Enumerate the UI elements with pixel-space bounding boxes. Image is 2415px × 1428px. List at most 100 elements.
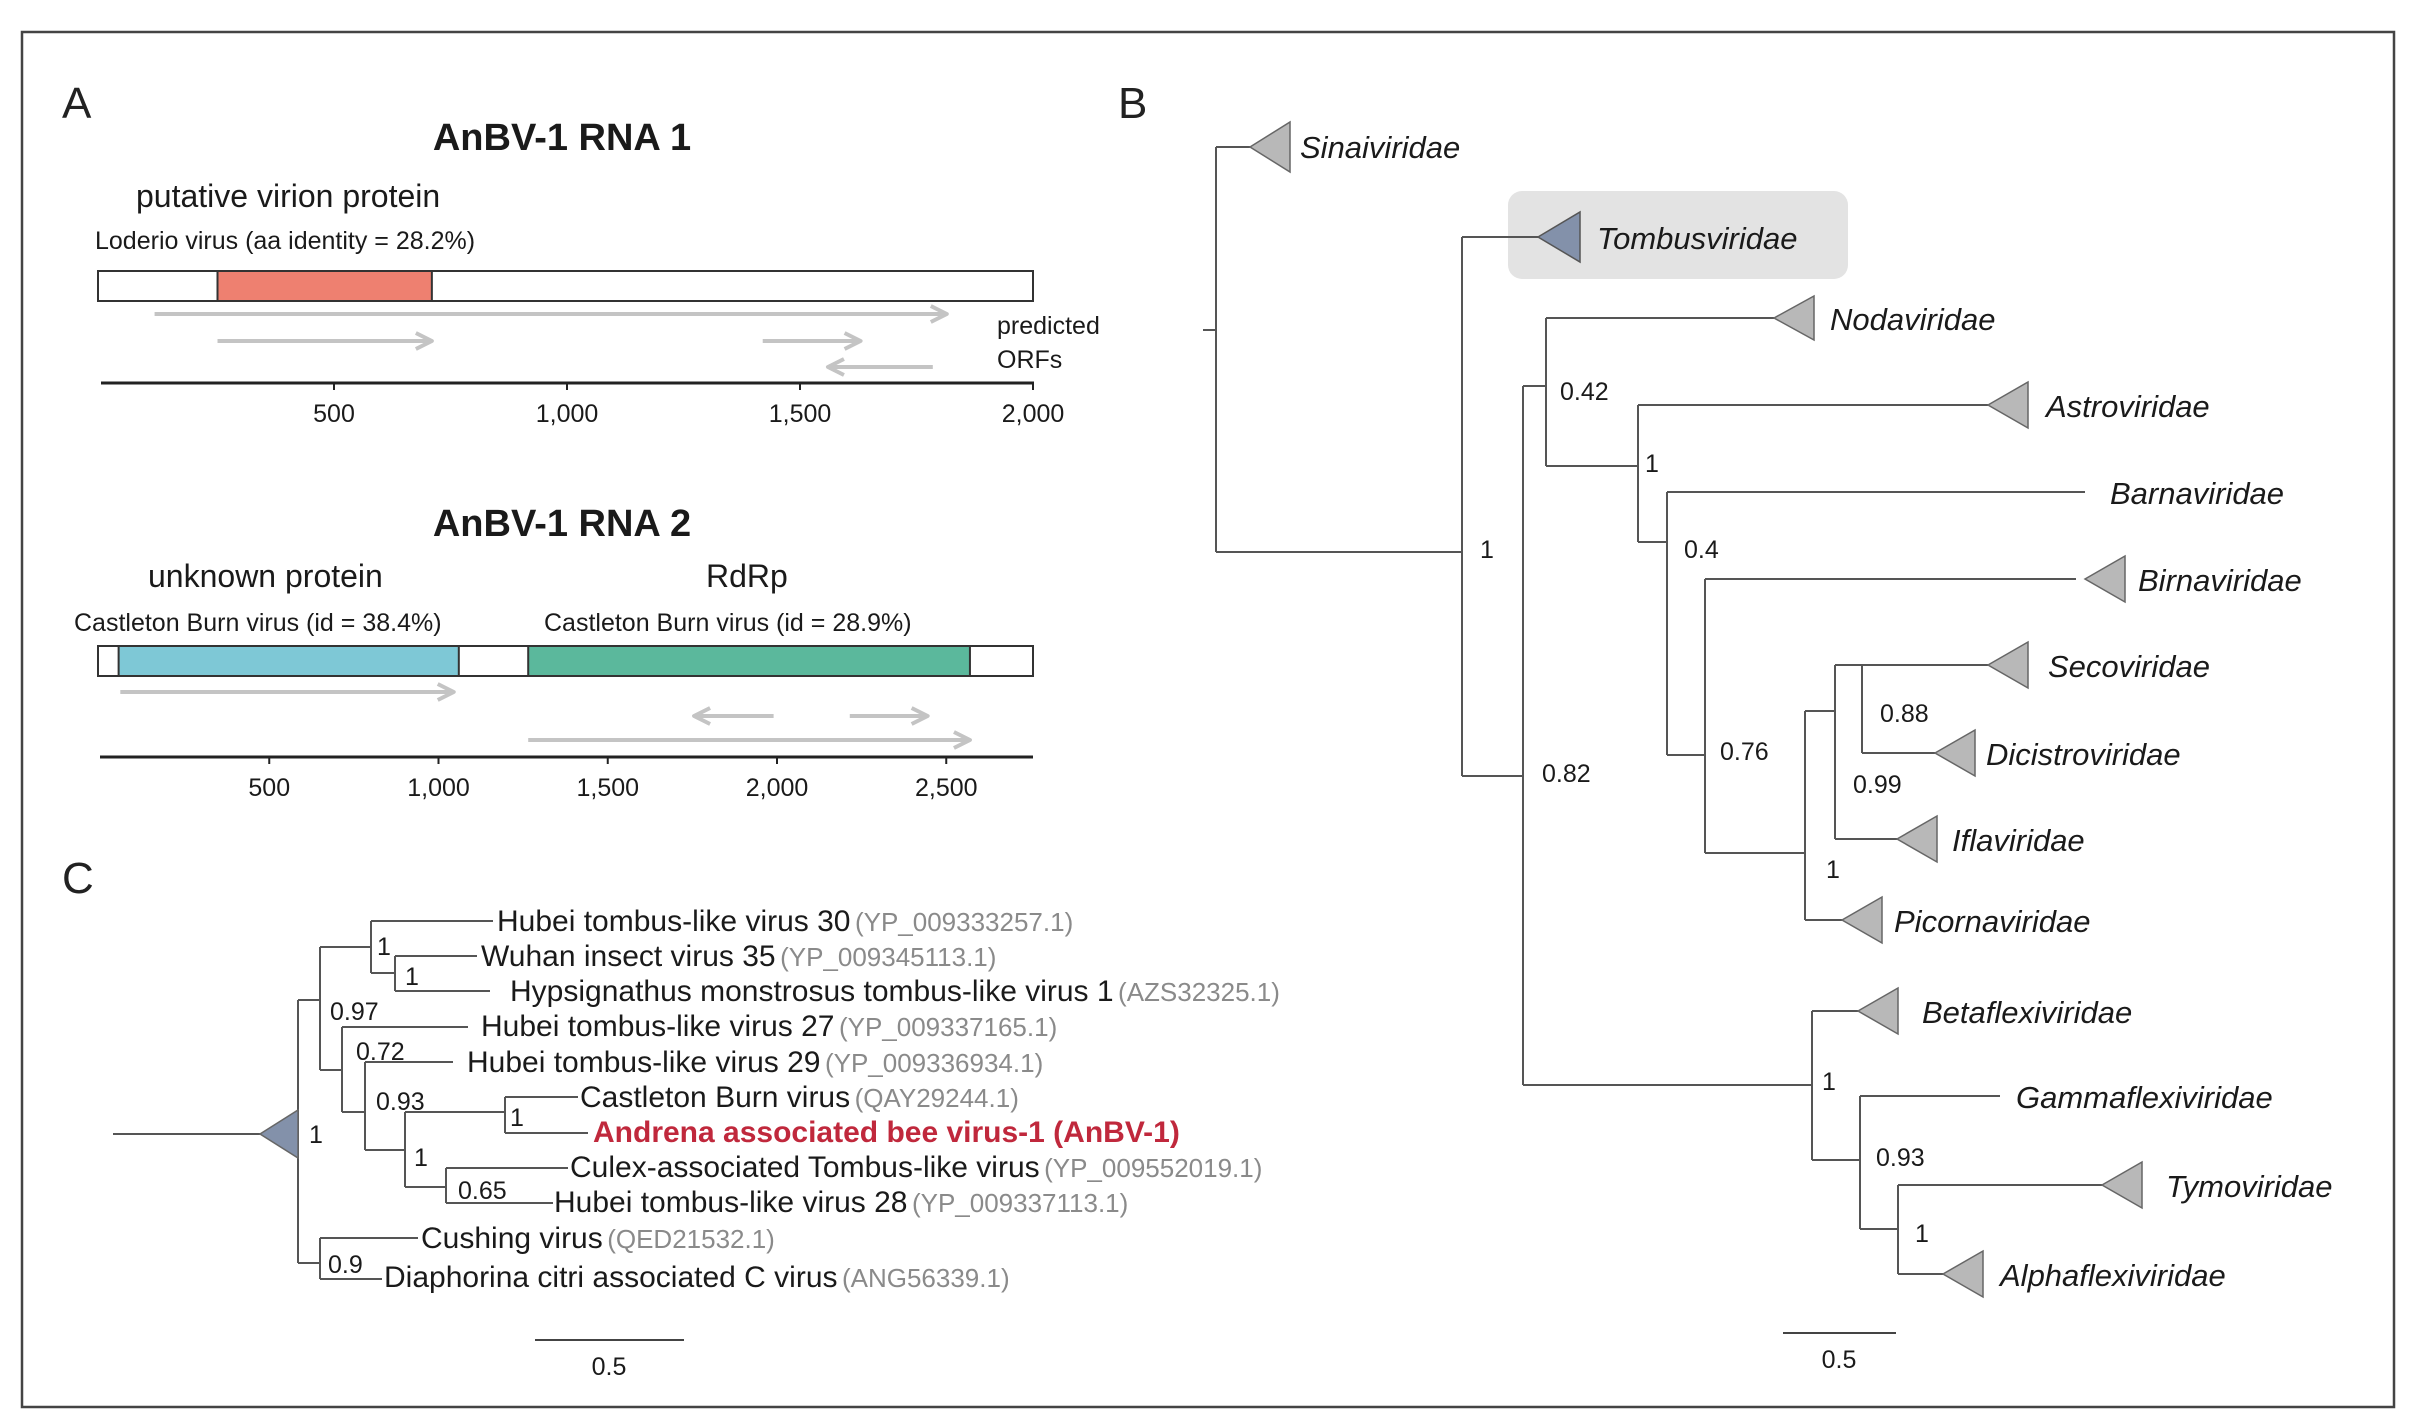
support-value: 1 (309, 1121, 323, 1149)
family-label: Alphaflexiviridae (1998, 1258, 2226, 1293)
picornaviridae-clade (1840, 895, 1883, 945)
tick-label: 1,500 (769, 400, 832, 428)
rna1-segments (216, 270, 433, 302)
tick-label: 2,500 (915, 774, 978, 802)
iflaviridae-clade (1895, 814, 1938, 864)
support-value: 1 (414, 1144, 428, 1172)
sinaiviridae-clade (1248, 120, 1291, 174)
virus-tree-branches (113, 920, 588, 1280)
support-value: 0.99 (1853, 771, 1902, 799)
support-value: 1 (377, 933, 391, 961)
orf-arrow (825, 357, 933, 377)
support-value: 1 (510, 1104, 524, 1132)
rna2-protein2-label: RdRp (706, 558, 788, 594)
support-value: 1 (1915, 1220, 1929, 1248)
support-value: 0.93 (376, 1088, 425, 1116)
tick-label: 1,500 (576, 774, 639, 802)
astroviridae-clade (1986, 380, 2029, 430)
panel-a: A AnBV-1 RNA 1 putative virion protein L… (62, 79, 1100, 802)
protein-domain (527, 645, 971, 677)
orf-arrow (528, 730, 972, 750)
rna1-axis: 500 1,000 1,500 2,000 (101, 381, 1065, 428)
tymoviridae-clade (2100, 1160, 2143, 1210)
rna2-protein1-label: unknown protein (148, 558, 383, 594)
panel-a-label: A (62, 79, 92, 128)
orf-arrow (120, 682, 456, 702)
figure-frame (20, 30, 2396, 1409)
support-value: 1 (1645, 450, 1659, 478)
protein-domain (216, 270, 433, 302)
rna1-map: AnBV-1 RNA 1 putative virion protein Lod… (95, 117, 1100, 428)
rna2-map: AnBV-1 RNA 2 unknown protein Castleton B… (74, 503, 1034, 802)
family-label: Gammaflexiviridae (2016, 1080, 2273, 1115)
support-value: 0.97 (330, 998, 379, 1026)
family-labels: Sinaiviridae Tombusviridae Nodaviridae A… (1300, 130, 2333, 1293)
support-value: 0.9 (328, 1251, 363, 1279)
tick-label: 500 (248, 774, 290, 802)
orf-arrow (849, 706, 930, 726)
betaflexiviridae-clade (1856, 986, 1899, 1036)
taxon-label: Cushing virus (QED21532.1) (421, 1222, 775, 1255)
tick-label: 500 (313, 400, 355, 428)
tombusviridae-highlight (1508, 191, 1848, 279)
orf-label-line1: predicted (997, 312, 1100, 340)
tick-label: 1,000 (536, 400, 599, 428)
family-label: Birnaviridae (2138, 563, 2302, 598)
nodaviridae-clade (1772, 294, 1815, 342)
scale-bar-b-label: 0.5 (1822, 1346, 1857, 1374)
family-label: Sinaiviridae (1300, 130, 1460, 165)
taxon-label: Diaphorina citri associated C virus (ANG… (384, 1261, 1010, 1294)
family-label: Tombusviridae (1597, 221, 1797, 256)
family-tree-branches (1203, 146, 2102, 1275)
family-supports: 0.42 1 0.4 1 0.76 0.88 0.99 1 0.82 1 0.9… (1480, 378, 1929, 1248)
support-value: 0.4 (1684, 536, 1719, 564)
rna2-orfs (120, 682, 972, 750)
orf-arrow (762, 331, 863, 351)
taxon-label: Castleton Burn virus (QAY29244.1) (580, 1081, 1019, 1114)
support-value: 0.93 (1876, 1144, 1925, 1172)
support-value: 1 (1822, 1068, 1836, 1096)
rna2-segments (117, 645, 971, 677)
family-label: Nodaviridae (1830, 302, 1995, 337)
taxon-label: Hubei tombus-like virus 28 (YP_009337113… (554, 1186, 1128, 1219)
support-value: 0.88 (1880, 700, 1929, 728)
panel-c-label: C (62, 854, 94, 903)
tick-label: 2,000 (1002, 400, 1065, 428)
orf-arrow (692, 706, 774, 726)
orf-arrow (217, 331, 434, 351)
secoviridae-clade (1986, 640, 2029, 690)
panel-b-label: B (1118, 79, 1147, 128)
taxon-label: Culex-associated Tombus-like virus (YP_0… (570, 1151, 1262, 1184)
family-label: Secoviridae (2048, 649, 2210, 684)
virus-taxa: Hubei tombus-like virus 30 (YP_009333257… (384, 905, 1280, 1294)
rna2-hit2-label: Castleton Burn virus (id = 28.9%) (544, 609, 912, 637)
support-value: 0.82 (1542, 760, 1591, 788)
tick-label: 1,000 (407, 774, 470, 802)
support-value: 0.76 (1720, 738, 1769, 766)
collapsed-outgroup-clade (258, 1108, 299, 1160)
rna1-hit-label: Loderio virus (aa identity = 28.2%) (95, 227, 475, 255)
family-label: Dicistroviridae (1986, 737, 2181, 772)
support-value: 0.42 (1560, 378, 1609, 406)
taxon-label: Wuhan insect virus 35 (YP_009345113.1) (481, 940, 996, 973)
family-clades (1248, 120, 2143, 1299)
rna2-title: AnBV-1 RNA 2 (433, 503, 691, 545)
panel-c: C (62, 854, 1280, 1381)
protein-domain (117, 645, 460, 677)
rna1-title: AnBV-1 RNA 1 (433, 117, 691, 159)
alphaflexiviridae-clade (1941, 1249, 1984, 1299)
rna2-hit1-label: Castleton Burn virus (id = 38.4%) (74, 609, 442, 637)
support-value: 1 (1480, 536, 1494, 564)
tombusviridae-clade (1536, 210, 1581, 264)
family-label: Barnaviridae (2110, 476, 2284, 511)
support-value: 0.65 (458, 1177, 507, 1205)
orf-arrow (154, 304, 949, 324)
rna1-orfs (154, 304, 949, 377)
support-value: 1 (1826, 856, 1840, 884)
taxon-label: Hubei tombus-like virus 29 (YP_009336934… (467, 1046, 1043, 1079)
taxon-label: Hypsignathus monstrosus tombus-like viru… (510, 975, 1280, 1008)
family-label: Tymoviridae (2166, 1169, 2333, 1204)
family-label: Betaflexiviridae (1922, 995, 2132, 1030)
rna1-protein-label: putative virion protein (136, 178, 440, 214)
